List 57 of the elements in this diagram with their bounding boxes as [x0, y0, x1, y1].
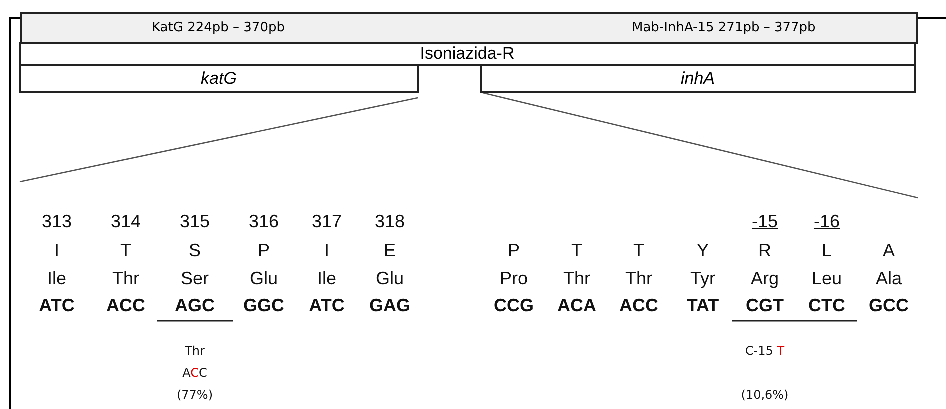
- amino-acid-name: Ile: [48, 268, 66, 290]
- amino-acid-code: L: [822, 240, 832, 262]
- gene-box: katG: [19, 64, 419, 93]
- codon: CGT: [746, 296, 784, 316]
- amino-acid-name: Tyr: [690, 268, 716, 290]
- amino-acid-code: P: [258, 240, 270, 262]
- amino-acid-name: Glu: [376, 268, 404, 290]
- codon: ATC: [39, 296, 75, 316]
- residue-number: 315: [180, 212, 210, 232]
- amino-acid-code: T: [572, 240, 582, 262]
- codon: GCC: [869, 296, 909, 316]
- residue-number: 318: [374, 212, 406, 232]
- codon: AGC: [175, 296, 215, 316]
- amino-acid-name: Ser: [181, 268, 209, 290]
- codon: GGC: [244, 296, 284, 316]
- residue-number: 316: [248, 212, 280, 232]
- amino-acid-name: Thr: [112, 268, 140, 290]
- amino-acid-name: Arg: [751, 268, 779, 290]
- codon: ACA: [558, 296, 596, 316]
- mutation-amino-acid: Thr: [185, 344, 205, 358]
- amino-acid-name: Leu: [812, 268, 842, 290]
- region-label: Mab-InhA-15 271pb – 377pb: [632, 20, 816, 36]
- amino-acid-code: R: [758, 240, 772, 262]
- codon: ATC: [309, 296, 345, 316]
- codon: GAG: [370, 296, 410, 316]
- amino-acid-code: I: [54, 240, 60, 262]
- amino-acid-name: Pro: [500, 268, 528, 290]
- mutation-frequency: (77%): [176, 388, 214, 402]
- gene-box: inhA: [480, 64, 916, 93]
- amino-acid-code: I: [324, 240, 330, 262]
- codon: ACC: [106, 296, 146, 316]
- position-number: -16: [814, 212, 840, 232]
- amino-acid-code: T: [634, 240, 644, 262]
- region-label: KatG 224pb – 370pb: [152, 20, 285, 36]
- mutation-frequency: (10,6%): [741, 388, 789, 402]
- amino-acid-name: Thr: [626, 268, 652, 290]
- amino-acid-code: T: [120, 240, 132, 262]
- amino-acid-code: S: [189, 240, 201, 262]
- mutant-codon: ACC: [182, 366, 208, 380]
- probe-band: [20, 12, 918, 44]
- amino-acid-code: Y: [697, 240, 709, 262]
- amino-acid-name: Ile: [318, 268, 336, 290]
- amino-acid-name: Glu: [250, 268, 278, 290]
- position-number: -15: [752, 212, 778, 232]
- residue-number: 317: [312, 212, 342, 232]
- codon: TAT: [686, 296, 720, 316]
- mutation-label: C-15 T: [745, 344, 785, 358]
- amino-acid-code: E: [384, 240, 396, 262]
- amino-acid-code: A: [883, 240, 895, 262]
- codon: ACC: [620, 296, 658, 316]
- amino-acid-code: P: [508, 240, 520, 262]
- amino-acid-name: Ala: [876, 268, 902, 290]
- codon: CCG: [494, 296, 534, 316]
- amino-acid-name: Thr: [564, 268, 590, 290]
- residue-number: 314: [110, 212, 142, 232]
- residue-number: 313: [42, 212, 72, 232]
- codon: CTC: [808, 296, 846, 316]
